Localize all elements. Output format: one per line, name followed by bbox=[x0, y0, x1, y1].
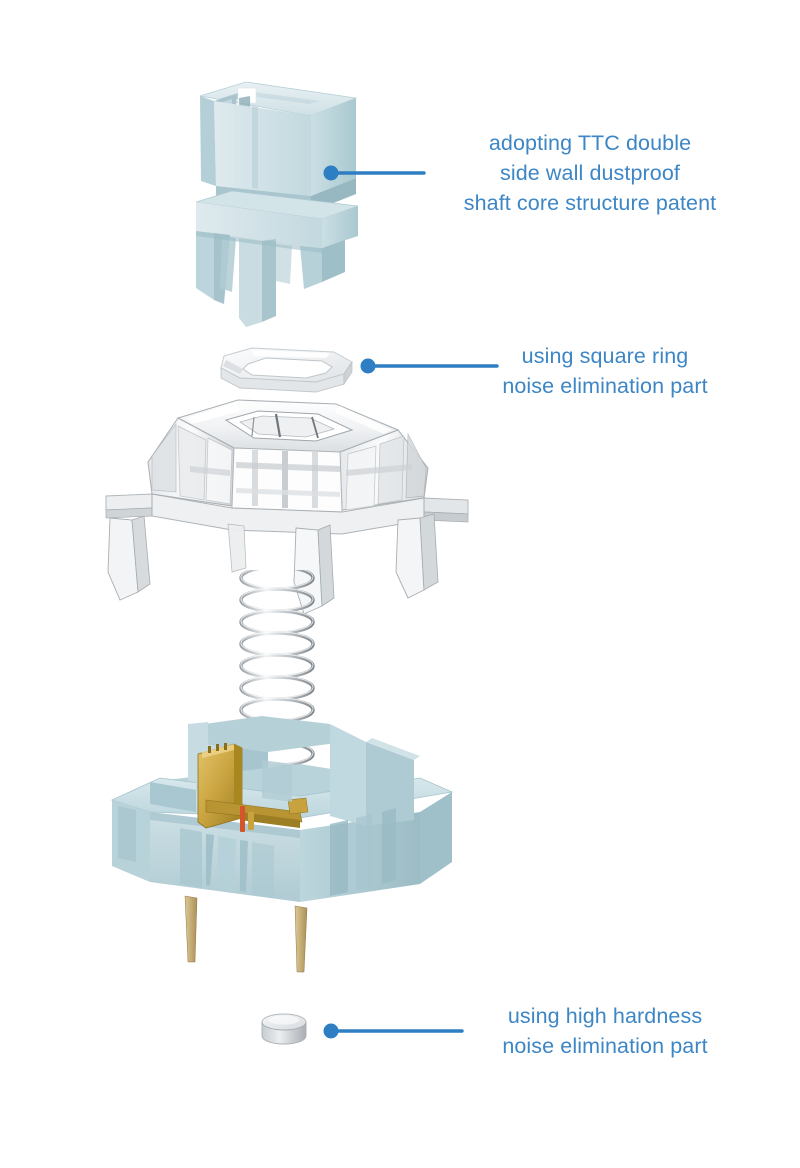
pad-annotation-text: using high hardness noise elimination pa… bbox=[430, 1001, 780, 1061]
part-square-ring bbox=[220, 347, 353, 393]
gold-contact bbox=[197, 743, 309, 829]
leader-lines bbox=[323, 165, 499, 1039]
stem-annotation-text: adopting TTC double side wall dustproof … bbox=[400, 128, 780, 218]
part-stem bbox=[195, 81, 359, 327]
square-ring-annotation-line-2: noise elimination part bbox=[502, 374, 708, 398]
stem-annotation-line-1: adopting TTC double bbox=[488, 131, 692, 155]
part-pad bbox=[261, 1013, 307, 1045]
part-pins bbox=[184, 895, 308, 973]
pad-annotation-line-2: noise elimination part bbox=[502, 1034, 708, 1058]
square-ring-annotation-text: using square ring noise elimination part bbox=[430, 341, 780, 401]
stem-annotation-line-2: side wall dustproof bbox=[500, 161, 680, 185]
part-bottom-housing bbox=[110, 716, 454, 973]
stem-annotation-line-3: shaft core structure patent bbox=[463, 191, 717, 215]
pad-annotation-line-1: using high hardness bbox=[507, 1004, 703, 1028]
square-ring-annotation-line-1: using square ring bbox=[521, 344, 689, 368]
part-top-housing bbox=[105, 399, 469, 615]
